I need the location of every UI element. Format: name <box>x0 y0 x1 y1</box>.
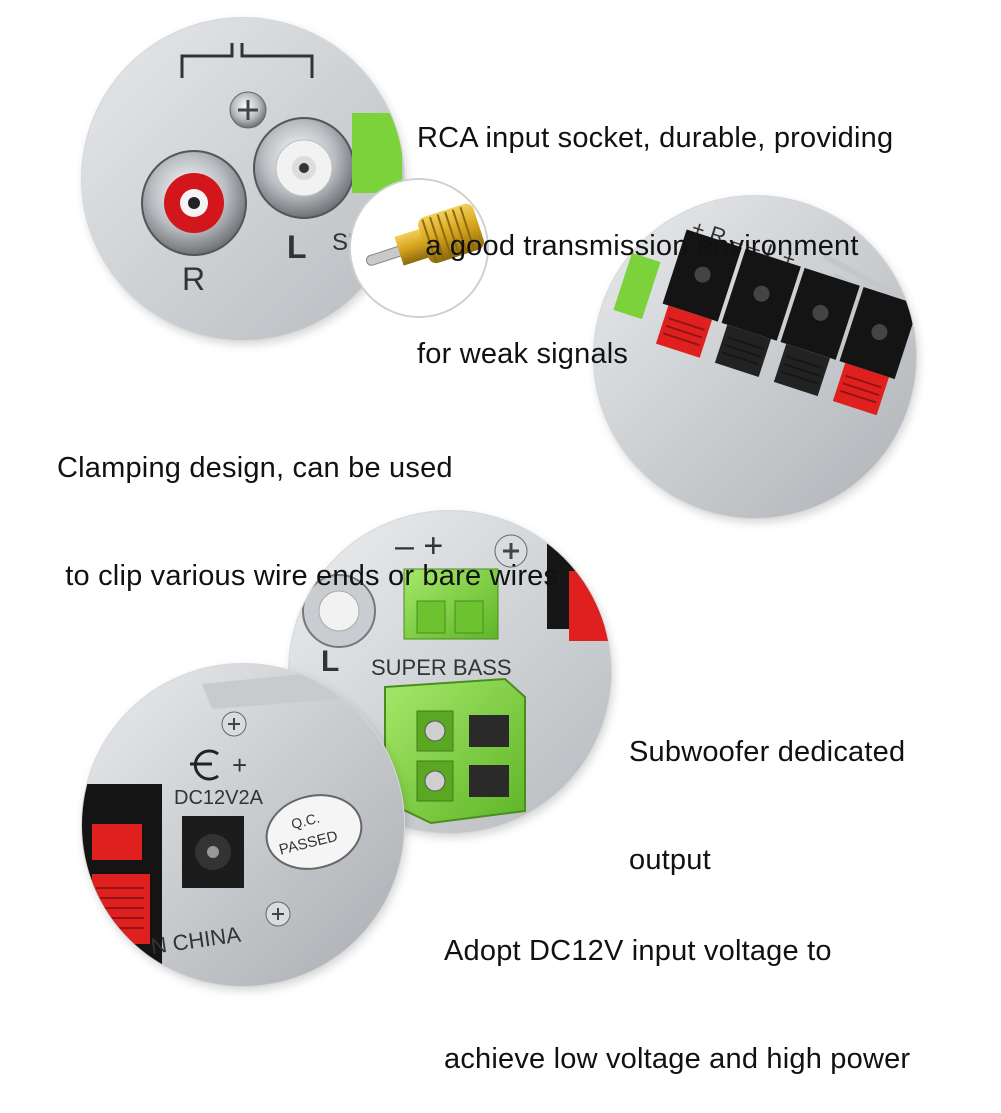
rca-socket-photo: R L SU <box>82 18 404 340</box>
rca-caption-line-3: for weak signals <box>417 338 629 370</box>
rca-socket-closeup: R L SU <box>82 18 404 340</box>
clamp-caption: Clamping design, can be used to clip var… <box>57 378 558 630</box>
dc-caption-line-1: Adopt DC12V input voltage to <box>444 935 832 967</box>
super-bass-label: SUPER BASS <box>371 655 512 680</box>
rca-plug-inset <box>351 180 487 316</box>
dc-rating-label: DC12V2A <box>174 787 264 809</box>
rca-caption-line-1: RCA input socket, durable, providing <box>417 122 894 154</box>
rca-left-socket <box>253 117 355 219</box>
super-bass-photo: – + L SUPER BASS <box>289 511 611 833</box>
green-plug-connector <box>384 677 526 825</box>
qc-top-text: Q.C. <box>290 809 322 831</box>
subwoofer-caption-line-2: output <box>629 844 711 876</box>
dc-caption: Adopt DC12V input voltage to achieve low… <box>444 861 910 1113</box>
rca-right-socket <box>141 150 247 256</box>
speaker-terminal-photo: + R – – L + <box>594 196 916 518</box>
dc-caption-line-2: achieve low voltage and high power <box>444 1043 911 1075</box>
rca-caption-line-2: a good transmission environment <box>417 230 859 262</box>
rca-caption: RCA input socket, durable, providing a g… <box>417 48 893 408</box>
red-clip-right <box>655 305 713 358</box>
super-bass-closeup: – + L SUPER BASS <box>289 511 611 833</box>
bass-polarity-label: – + <box>395 527 443 565</box>
dc-jack <box>182 816 244 888</box>
subwoofer-caption-line-1: Subwoofer dedicated <box>629 736 906 768</box>
dc-input-photo: + DC12V2A Q.C. PASSED N CHINA <box>82 664 404 986</box>
rca-right-label: R <box>182 261 205 297</box>
dc-input-closeup: + DC12V2A Q.C. PASSED N CHINA <box>82 664 404 986</box>
svg-text:+: + <box>232 750 247 780</box>
red-clip-left <box>832 363 889 416</box>
speaker-terminal-closeup: + R – – L + <box>594 196 916 518</box>
bass-left-label: L <box>321 645 339 678</box>
subwoofer-caption: Subwoofer dedicated output <box>629 662 905 914</box>
clamp-caption-line-1: Clamping design, can be used <box>57 452 453 484</box>
rca-left-label: L <box>287 229 307 265</box>
clamp-caption-line-2: to clip various wire ends or bare wires <box>57 560 559 592</box>
rca-plug-photo <box>351 180 487 316</box>
qc-passed-sticker: Q.C. PASSED <box>265 794 363 870</box>
